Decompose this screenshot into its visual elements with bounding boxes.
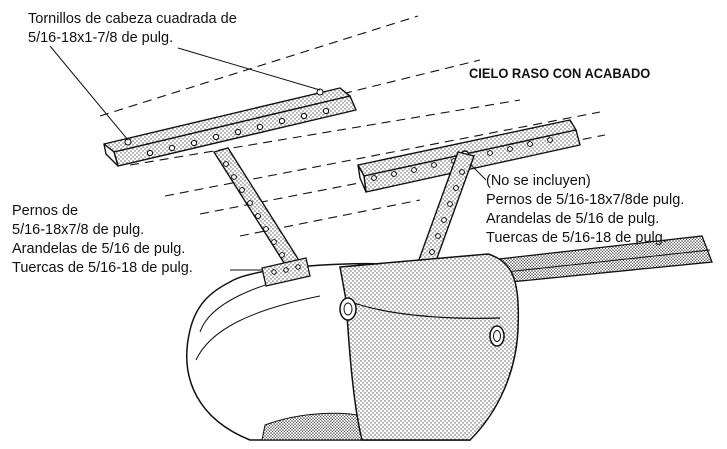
screws-label-line-1: Tornillos de cabeza cuadrada de [28,11,237,27]
left-angle-bracket [103,87,357,167]
screws-label-line-2: 5/16-18x1-7/8 de pulg. [28,30,174,46]
screws-label: Tornillos de cabeza cuadrada de 5/16-18x… [28,10,237,48]
right-hardware-line-1: (No se incluyen) [486,173,591,189]
right-hardware-line-4: Tuercas de 5/16-18 de pulg. [486,230,667,246]
right-hardware-label: (No se incluyen) Pernos de 5/16-18x7/8de… [486,172,684,248]
leader-lines [49,45,487,271]
left-hardware-line-2: 5/16-18x7/8 de pulg. [12,222,145,238]
opener-mounting-plate [261,257,311,287]
left-hardware-line-3: Arandelas de 5/16 de pulg. [12,241,186,257]
ceiling-label: CIELO RASO CON ACABADO [469,65,651,81]
left-diagonal-strap [212,147,302,267]
opener-motor-unit [186,253,520,441]
right-hardware-line-3: Arandelas de 5/16 de pulg. [486,211,660,227]
left-hardware-label: Pernos de 5/16-18x7/8 de pulg. Arandelas… [12,202,193,278]
right-hardware-line-2: Pernos de 5/16-18x7/8de pulg. [486,192,685,208]
left-hardware-line-1: Pernos de [12,203,79,219]
left-hardware-line-4: Tuercas de 5/16-18 de pulg. [12,260,193,276]
